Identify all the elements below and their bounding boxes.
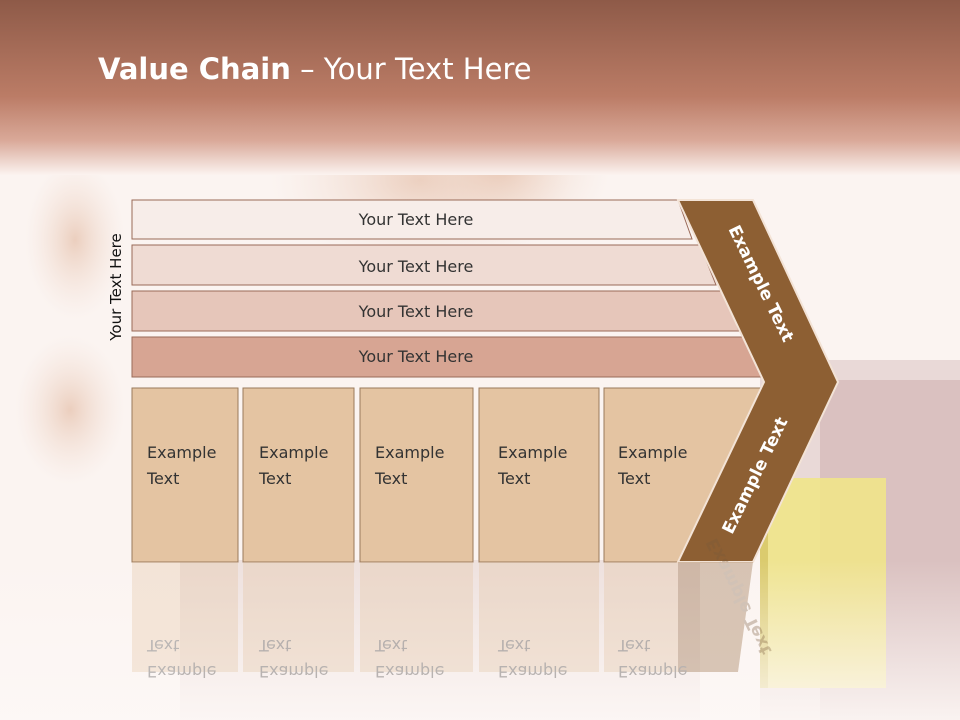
row-1-label: Your Text Here: [358, 210, 474, 229]
box-5-line2: Text: [617, 469, 650, 488]
box-2-line2: Text: [258, 469, 291, 488]
box-2-line1: Example: [259, 443, 328, 462]
box-3: [359, 387, 474, 563]
box-4-line2: Text: [497, 469, 530, 488]
refl-box-3-line1: Example: [375, 662, 444, 681]
row-2-shape: [131, 244, 717, 286]
side-label: Your Text Here: [107, 233, 125, 341]
row-4-label: Your Text Here: [358, 347, 474, 366]
refl-box-5-line1: Example: [618, 662, 687, 681]
chevron-arrow: [676, 199, 840, 563]
title-rest: – Your Text Here: [290, 52, 532, 86]
reflection: Example Text Example Text Example Text E…: [132, 535, 776, 681]
refl-box-5-line2: Text: [617, 636, 650, 655]
box-2: [242, 387, 355, 563]
box-1-line1: Example: [147, 443, 216, 462]
box-5-line1: Example: [618, 443, 687, 462]
refl-box-3-line2: Text: [374, 636, 407, 655]
refl-box-2-line2: Text: [258, 636, 291, 655]
box-4: [478, 387, 600, 563]
row-3-label: Your Text Here: [358, 302, 474, 321]
refl-box-2-line1: Example: [259, 662, 328, 681]
box-3-line1: Example: [375, 443, 444, 462]
box-1-line2: Text: [146, 469, 179, 488]
box-3-line2: Text: [374, 469, 407, 488]
slide-title: Value Chain – Your Text Here: [98, 52, 532, 86]
refl-box-1-line2: Text: [146, 636, 179, 655]
title-bold: Value Chain: [98, 52, 291, 86]
box-4-line1: Example: [498, 443, 567, 462]
box-1: [131, 387, 239, 563]
refl-box-1-line1: Example: [147, 662, 216, 681]
refl-box-4-line1: Example: [498, 662, 567, 681]
row-1-shape: [131, 199, 693, 240]
row-2-label: Your Text Here: [358, 257, 474, 276]
refl-box-4-line2: Text: [497, 636, 530, 655]
